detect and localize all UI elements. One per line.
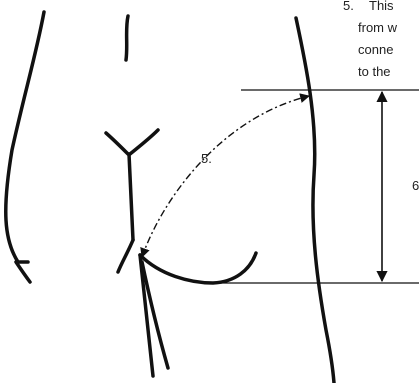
- waist-crease-mark: [124, 14, 130, 62]
- left-body-outline: [4, 10, 46, 264]
- leg-line-left: [138, 253, 155, 378]
- leg-line-right: [140, 260, 170, 370]
- spine-top-right-branch: [128, 128, 160, 156]
- height-measure-label: 6: [412, 178, 419, 193]
- spine-line: [127, 152, 135, 242]
- right-body-outline: [294, 16, 336, 383]
- right-buttock-curve: [138, 251, 258, 285]
- instruction-line-1: This: [369, 0, 394, 13]
- instruction-line-2: from w: [358, 20, 398, 35]
- instruction-line-4: to the: [358, 64, 391, 79]
- arc-measure-label: 5.: [201, 151, 212, 166]
- instruction-number: 5.: [343, 0, 354, 13]
- spine-top-left-branch: [104, 131, 130, 156]
- arc-measure-arrow: [140, 93, 310, 258]
- left-buttock-crease: [116, 238, 135, 274]
- instruction-line-3: conne: [358, 42, 393, 57]
- left-hip-mark: [14, 260, 32, 284]
